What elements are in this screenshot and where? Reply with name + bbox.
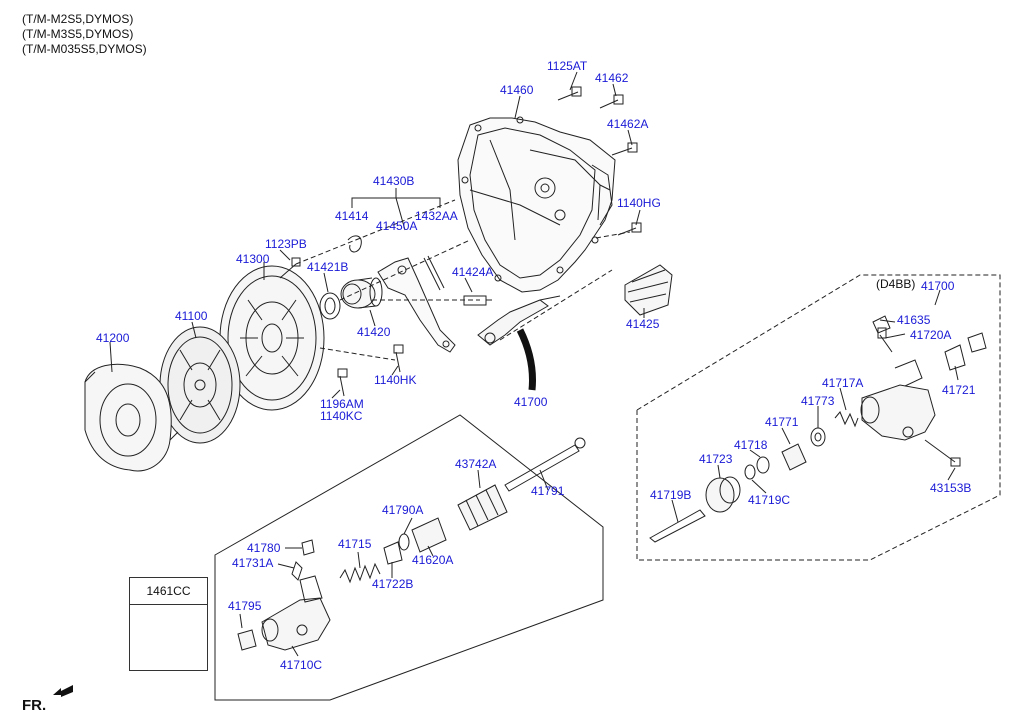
part-box-1461CC-label: 1461CC bbox=[130, 578, 207, 605]
dashed-leaders bbox=[295, 199, 631, 361]
piston-41771 bbox=[781, 443, 807, 471]
label-41720A[interactable]: 41720A bbox=[910, 328, 952, 342]
label-41420[interactable]: 41420 bbox=[357, 325, 391, 339]
label-1140KC[interactable]: 1140KC bbox=[320, 409, 363, 423]
cap-41795 bbox=[237, 629, 257, 651]
assembly-box-d4bb bbox=[636, 274, 1001, 561]
seal-41773 bbox=[810, 427, 826, 447]
ring-41421B bbox=[319, 292, 341, 320]
bolt-1196AM bbox=[337, 368, 348, 397]
nipple-41780 bbox=[301, 539, 315, 556]
bolt-1125AT bbox=[557, 86, 582, 101]
bolt-43153B bbox=[924, 439, 961, 467]
spring-41717A bbox=[834, 411, 859, 428]
label-1196AM[interactable]: 1196AM bbox=[320, 397, 364, 411]
label-1125AT[interactable]: 1125AT bbox=[547, 59, 588, 73]
label-1140HG[interactable]: 1140HG bbox=[617, 196, 661, 210]
label-41462[interactable]: 41462 bbox=[595, 71, 629, 85]
label-41425[interactable]: 41425 bbox=[626, 317, 660, 331]
boot-43742A bbox=[457, 484, 508, 531]
washer-41719C bbox=[744, 464, 756, 480]
label-41719C[interactable]: 41719C bbox=[748, 493, 791, 507]
rod-41719B bbox=[649, 509, 706, 543]
label-41200[interactable]: 41200 bbox=[96, 331, 130, 345]
bolt-1140HK bbox=[393, 344, 404, 373]
label-1123PB[interactable]: 1123PB bbox=[265, 237, 307, 251]
model-line-1: (T/M-M2S5,DYMOS) bbox=[22, 12, 134, 26]
cylinder-body-d4bb bbox=[860, 359, 936, 441]
label-43742A[interactable]: 43742A bbox=[455, 457, 497, 471]
label-41718[interactable]: 41718 bbox=[734, 438, 768, 452]
label-41430B[interactable]: 41430B bbox=[373, 174, 415, 188]
label-41710C[interactable]: 41710C bbox=[280, 658, 323, 672]
label-41414[interactable]: 41414 bbox=[335, 209, 369, 223]
label-41300[interactable]: 41300 bbox=[236, 252, 270, 266]
assembly-box-41700 bbox=[214, 414, 604, 701]
label-41780[interactable]: 41780 bbox=[247, 541, 281, 555]
label-41790A[interactable]: 41790A bbox=[382, 503, 424, 517]
clip-41414 bbox=[347, 235, 362, 253]
front-arrow-icon bbox=[53, 685, 73, 697]
group-bracket-41430B bbox=[351, 188, 441, 231]
label-41731A[interactable]: 41731A bbox=[232, 556, 274, 570]
callout-arrow bbox=[516, 328, 536, 391]
label-41700-main[interactable]: 41700 bbox=[514, 395, 548, 409]
fitting-41720A bbox=[877, 327, 893, 353]
front-direction-label: FR. bbox=[22, 697, 47, 714]
fitting-41635 bbox=[872, 315, 891, 334]
seal-41620A bbox=[411, 517, 447, 553]
label-41719B[interactable]: 41719B bbox=[650, 488, 692, 502]
label-leaders bbox=[109, 71, 959, 657]
seal-41790A bbox=[398, 533, 410, 551]
label-41100[interactable]: 41100 bbox=[175, 309, 208, 323]
slave-cylinder-attached bbox=[477, 295, 561, 346]
model-line-2: (T/M-M3S5,DYMOS) bbox=[22, 27, 134, 41]
bolt-41462A bbox=[611, 142, 638, 156]
release-bearing-41420 bbox=[340, 277, 383, 309]
label-41421B[interactable]: 41421B bbox=[307, 260, 349, 274]
bell-housing-41460 bbox=[457, 116, 616, 293]
label-41773[interactable]: 41773 bbox=[801, 394, 835, 408]
label-1140HK[interactable]: 1140HK bbox=[374, 373, 417, 387]
piston-41722B bbox=[383, 541, 403, 565]
label-41462A[interactable]: 41462A bbox=[607, 117, 649, 131]
rod-41791 bbox=[504, 437, 586, 492]
flywheel-41200 bbox=[84, 363, 179, 472]
label-41791[interactable]: 41791 bbox=[531, 484, 565, 498]
pressure-plate-41300 bbox=[219, 265, 325, 411]
label-41460[interactable]: 41460 bbox=[500, 83, 534, 97]
label-41620A[interactable]: 41620A bbox=[412, 553, 454, 567]
label-43153B[interactable]: 43153B bbox=[930, 481, 972, 495]
label-41721[interactable]: 41721 bbox=[942, 383, 976, 397]
label-1432AA[interactable]: 1432AA bbox=[415, 209, 458, 223]
washer-41718 bbox=[756, 456, 770, 474]
variant-label: (D4BB) bbox=[876, 277, 916, 291]
clutch-disc-41100 bbox=[159, 326, 241, 444]
label-41771[interactable]: 41771 bbox=[765, 415, 799, 429]
label-41700-d4bb[interactable]: 41700 bbox=[921, 279, 955, 293]
bolt-41462 bbox=[599, 94, 624, 109]
label-41450A[interactable]: 41450A bbox=[376, 219, 418, 233]
label-41635[interactable]: 41635 bbox=[897, 313, 931, 327]
boot-41723 bbox=[705, 476, 741, 513]
spring-41715 bbox=[339, 562, 381, 584]
part-box-1461CC[interactable]: 1461CC bbox=[129, 577, 208, 671]
fitting-41731A bbox=[291, 561, 303, 581]
label-41717A[interactable]: 41717A bbox=[822, 376, 864, 390]
label-41723[interactable]: 41723 bbox=[699, 452, 733, 466]
cap-41721 bbox=[944, 332, 987, 371]
label-41795[interactable]: 41795 bbox=[228, 599, 262, 613]
label-41424A[interactable]: 41424A bbox=[452, 265, 494, 279]
cylinder-body-41710C bbox=[261, 575, 331, 651]
label-41722B[interactable]: 41722B bbox=[372, 577, 414, 591]
model-line-3: (T/M-M035S5,DYMOS) bbox=[22, 42, 147, 56]
dust-boot-41425 bbox=[624, 264, 673, 316]
label-41715[interactable]: 41715 bbox=[338, 537, 372, 551]
spring-1432AA bbox=[423, 255, 445, 291]
